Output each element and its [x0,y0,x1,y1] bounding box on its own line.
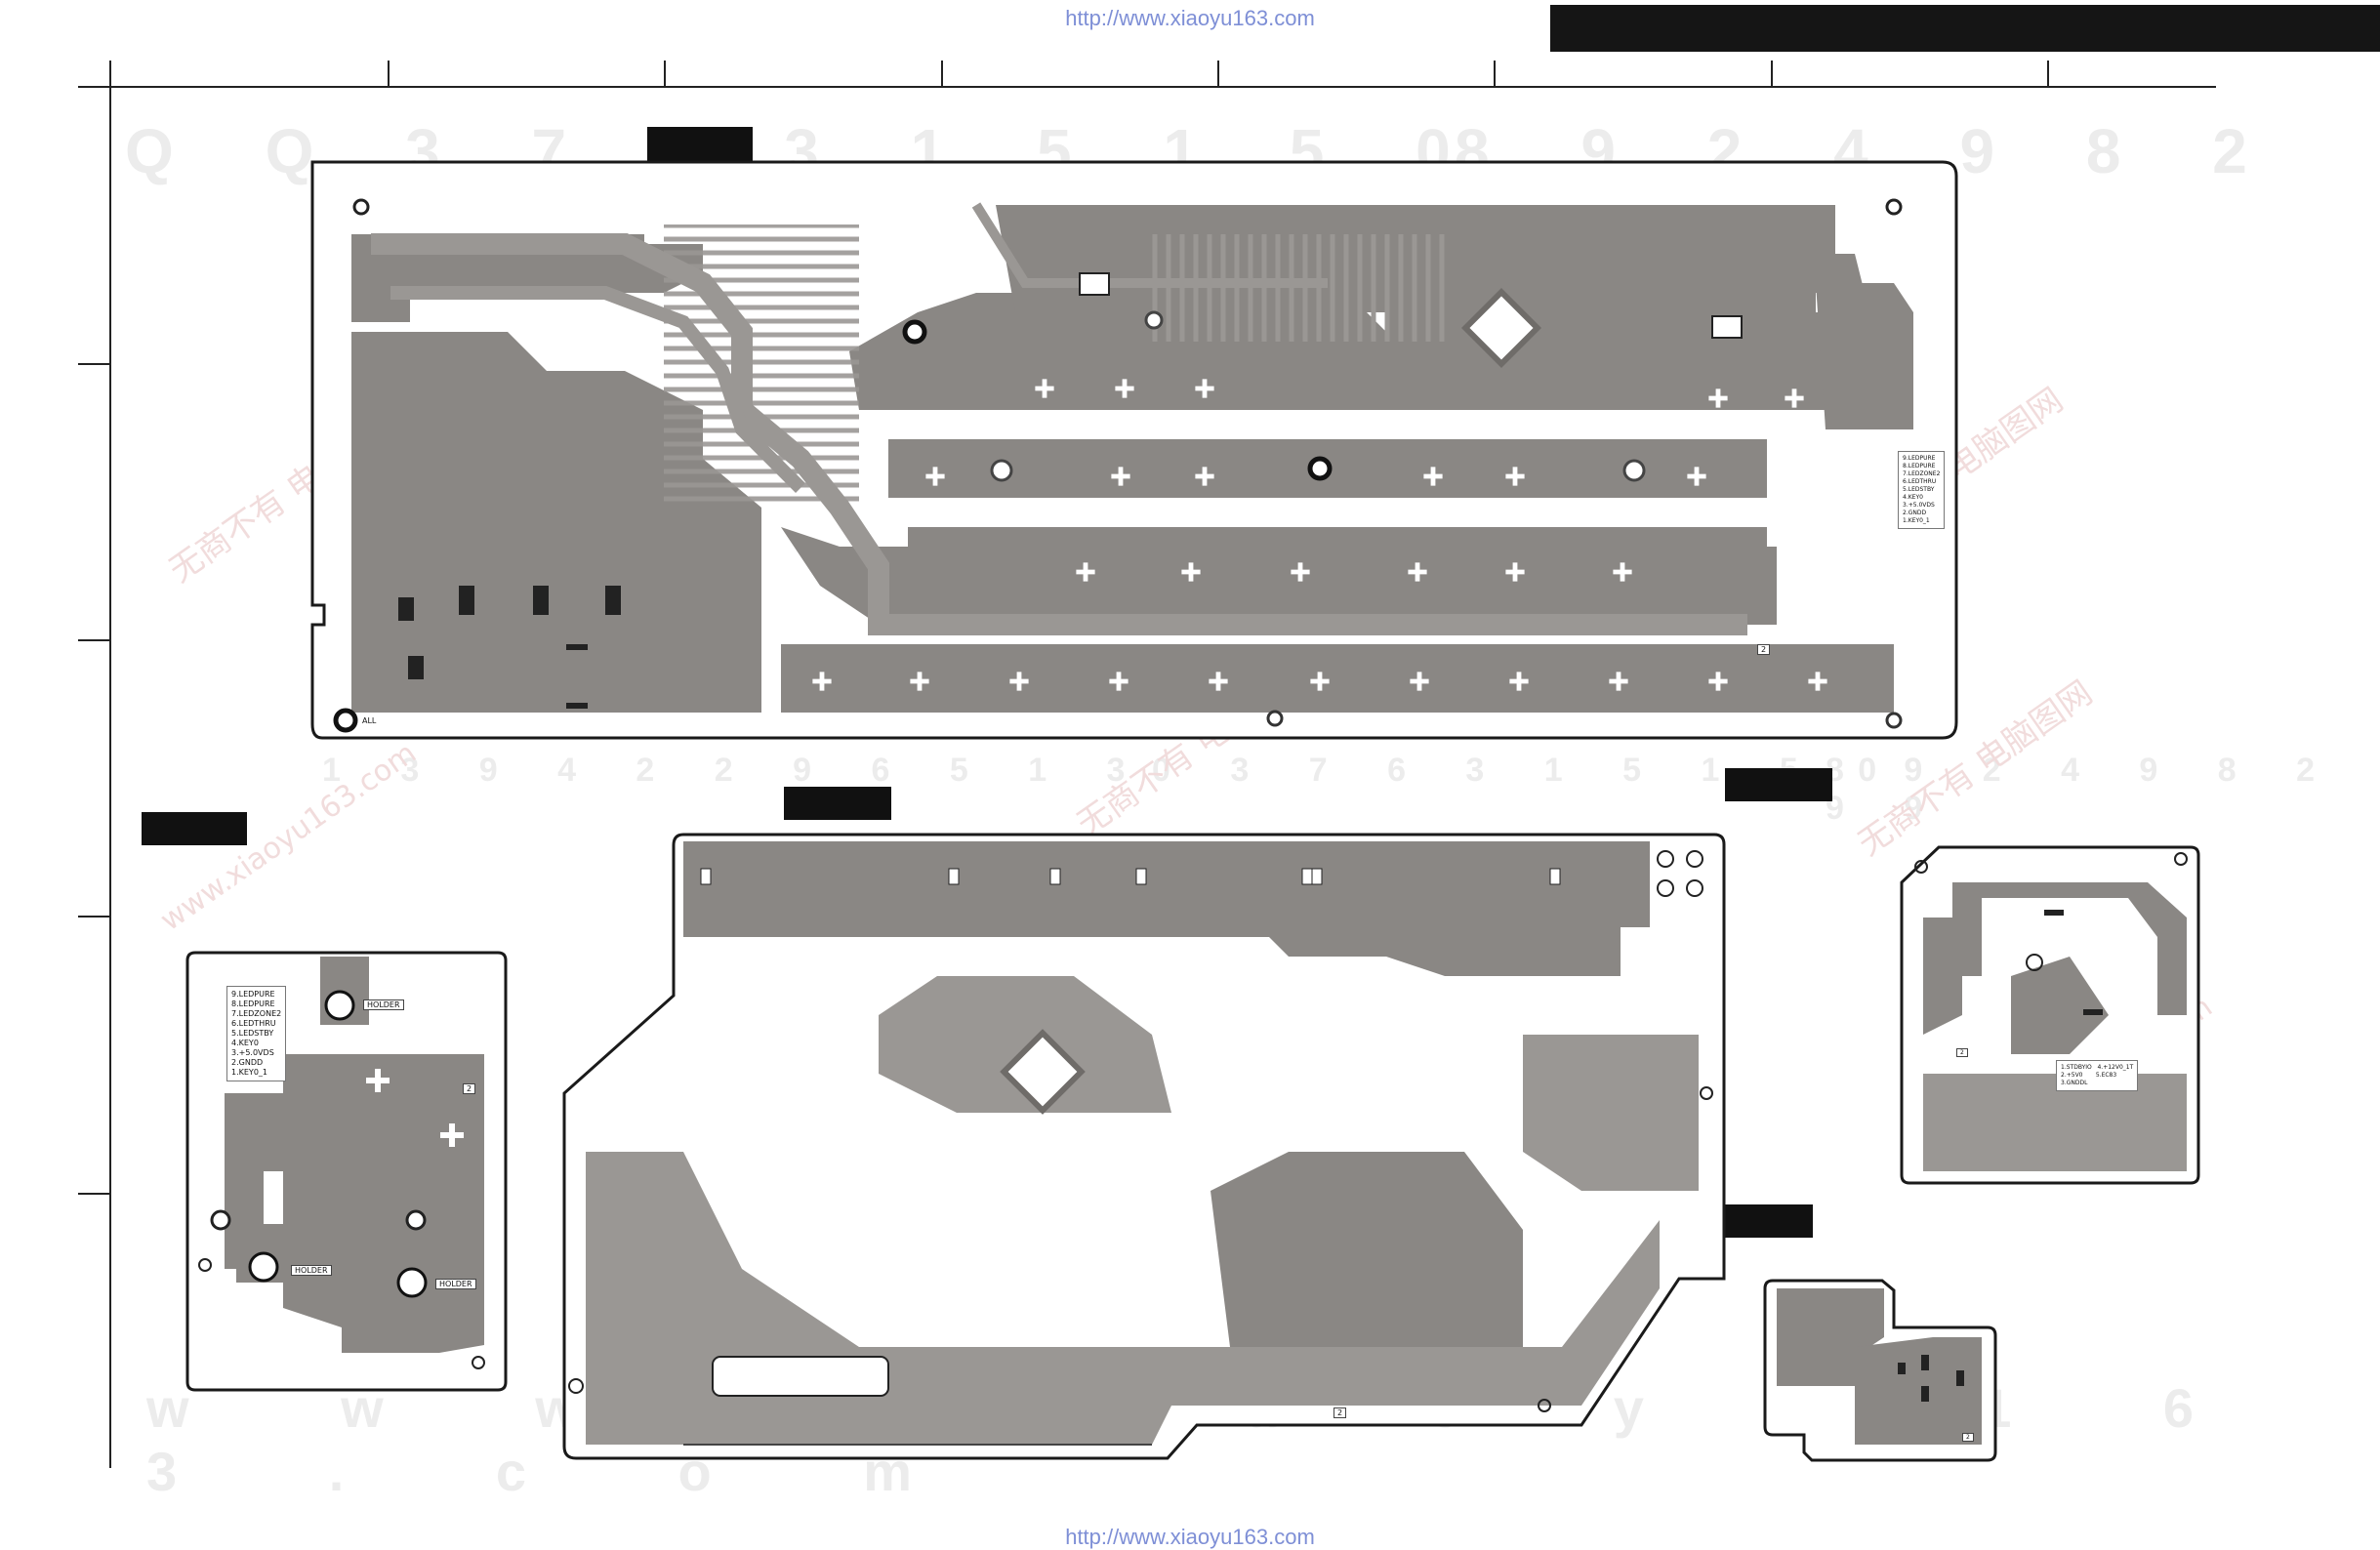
frame-tick [109,61,111,88]
section-label-left [142,812,247,845]
left-board-connector-legend: 9.LEDPURE 8.LEDPURE 7.LEDZONE2 6.LEDTHRU… [226,986,287,1081]
left-board-holder-mid: HOLDER [291,1265,332,1276]
frame-tick [1494,61,1496,88]
frame-tick [78,1193,111,1195]
frame-tick [388,61,390,88]
right-top-marker: 2 [1956,1048,1968,1057]
right-top-connector-legend: 1.STDBYIO 4.+12V0_1T 2.+5V0 5.EC83 3.GND… [2056,1060,2139,1091]
frame-top-rule [78,86,2216,88]
center-board-marker: 2 [1334,1407,1347,1418]
frame-tick [78,639,111,641]
right-bottom-board [1763,1279,1997,1462]
section-label-right-top [1725,768,1832,801]
main-board-all-label: ALL [362,716,377,725]
right-bottom-marker: 2 [1962,1433,1974,1442]
frame-tick [1217,61,1219,88]
frame-tick [78,363,111,365]
right-top-board [1900,845,2200,1185]
main-board-marker: 2 [1757,644,1771,655]
main-board-connector-legend: 9.LEDPURE 8.LEDPURE 7.LEDZONE2 6.LEDTHRU… [1898,451,1946,529]
left-board-holder-top: HOLDER [363,999,404,1010]
watermark-row2: 1 3 9 4 2 2 9 6 5 1 3 [322,752,1151,789]
frame-tick [664,61,666,88]
main-board [310,160,1958,740]
section-label-main [647,127,753,162]
center-board [562,833,1726,1460]
section-label-center [784,787,891,820]
left-board-holder-right: HOLDER [435,1279,476,1289]
frame-left-rule [109,86,111,1468]
source-url-top: http://www.xiaoyu163.com [1065,6,1315,30]
source-url-bottom: http://www.xiaoyu163.com [1065,1525,1315,1549]
watermark-row2-far: 8 9 2 4 9 8 2 9 9 [1826,752,2341,827]
left-board [185,951,508,1392]
frame-tick [941,61,943,88]
frame-tick [1771,61,1773,88]
left-board-marker: 2 [463,1083,476,1094]
frame-tick [2047,61,2049,88]
frame-tick [78,916,111,918]
header-bar [1550,5,2380,52]
